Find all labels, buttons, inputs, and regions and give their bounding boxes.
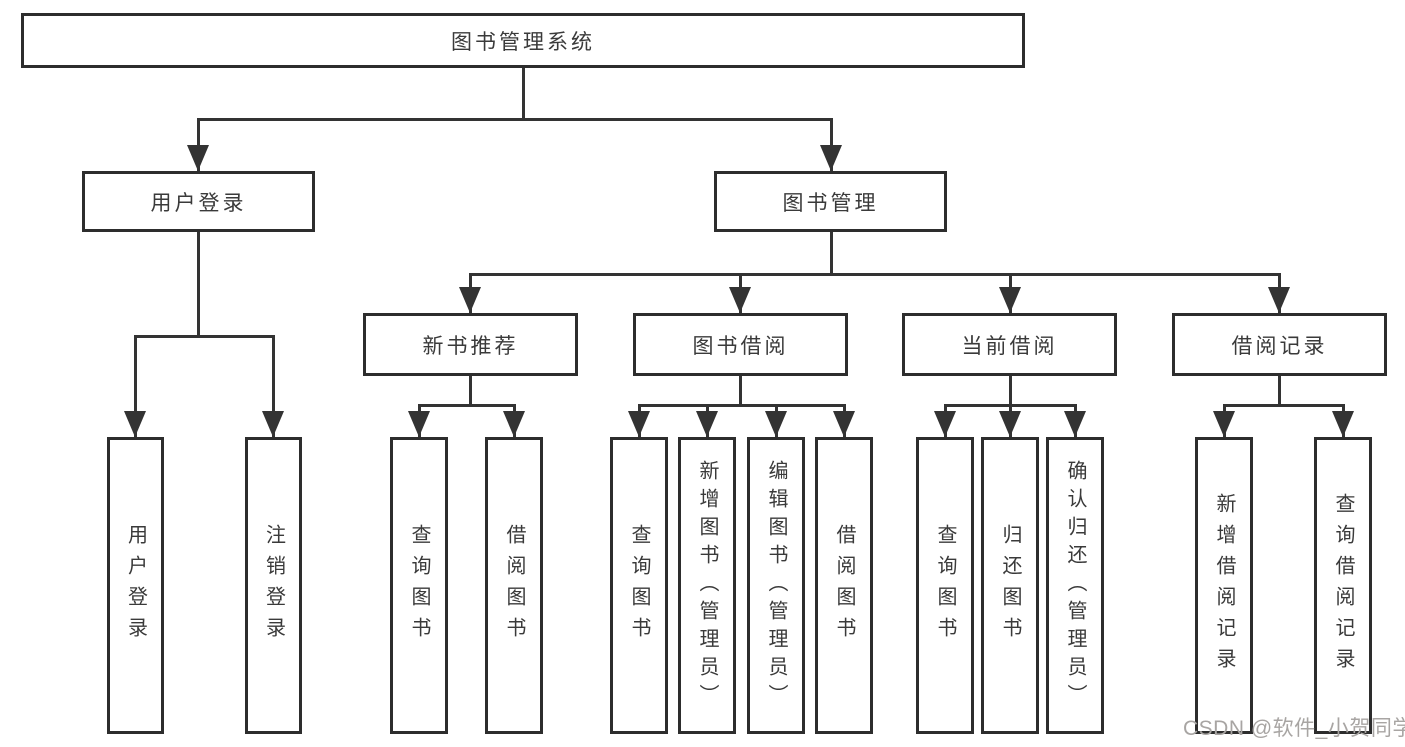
connector-group2-bus [638,404,846,407]
arrowhead-down-icon [820,145,842,171]
connector-group2-stem [739,376,742,404]
arrowhead-down-icon [1064,411,1086,437]
leaf-br-add-borrow-record: 新增借阅记录 [1195,437,1253,734]
leaf-bb-edit-book-admin: 编辑图书（管理员） [747,437,805,734]
connector-login-stem [197,232,200,335]
leaf-bb-borrow-books: 借阅图书 [815,437,873,734]
node-label: 图书管理 [782,191,879,215]
node-user-login: 用户登录 [82,171,315,232]
leaf-label: 查询图书 [408,523,430,648]
leaf-label: 新增借阅记录 [1213,492,1235,679]
leaf-nbr-query-books: 查询图书 [390,437,448,734]
node-new-book-recommendation: 新书推荐 [363,313,578,376]
connector-group4-bus [1223,404,1345,407]
node-book-management: 图书管理 [714,171,947,232]
node-label: 图书管理系统 [451,30,595,54]
connector-drop-leaf-logout [272,335,275,437]
arrowhead-down-icon [628,411,650,437]
leaf-label: 编辑图书（管理员） [765,459,787,712]
arrowhead-down-icon [262,411,284,437]
leaf-cb-confirm-return-admin: 确认归还（管理员） [1046,437,1104,734]
connector-level2-bus [197,118,833,121]
node-label: 用户登录 [150,191,247,215]
connector-group3-stem [1009,376,1012,404]
arrowhead-down-icon [187,145,209,171]
connector-root-stem [522,68,525,118]
leaf-cb-query-books: 查询图书 [916,437,974,734]
node-label: 当前借阅 [961,334,1058,358]
leaf-label: 新增图书（管理员） [696,459,718,712]
watermark: CSDN @软件_小贺同学 [1183,717,1405,740]
leaf-label: 归还图书 [999,523,1021,648]
arrowhead-down-icon [729,287,751,313]
leaf-label: 借阅图书 [503,523,525,648]
leaf-nbr-borrow-books: 借阅图书 [485,437,543,734]
arrowhead-down-icon [1332,411,1354,437]
arrowhead-down-icon [124,411,146,437]
leaf-user-login: 用户登录 [107,437,164,734]
leaf-label: 查询图书 [934,523,956,648]
connector-management-stem [830,232,833,273]
node-book-borrowing: 图书借阅 [633,313,848,376]
leaf-logout: 注销登录 [245,437,302,734]
connector-drop-user-login [197,118,200,171]
leaf-label: 用户登录 [124,523,147,648]
connector-group4-stem [1278,376,1281,404]
connector-level3-bus [469,273,1281,276]
leaf-bb-add-book-admin: 新增图书（管理员） [678,437,736,734]
arrowhead-down-icon [503,411,525,437]
connector-group1-stem [469,376,472,404]
connector-drop-leaf-user-login [134,335,137,437]
arrowhead-down-icon [765,411,787,437]
node-current-borrowing: 当前借阅 [902,313,1117,376]
arrowhead-down-icon [833,411,855,437]
arrowhead-down-icon [408,411,430,437]
leaf-label: 借阅图书 [833,523,855,648]
connector-login-bus [134,335,275,338]
arrowhead-down-icon [1268,287,1290,313]
connector-drop-book-management [830,118,833,171]
node-borrowing-records: 借阅记录 [1172,313,1387,376]
arrowhead-down-icon [934,411,956,437]
leaf-bb-query-books: 查询图书 [610,437,668,734]
leaf-label: 注销登录 [262,523,285,648]
node-label: 图书借阅 [692,334,789,358]
node-root: 图书管理系统 [21,13,1025,68]
leaf-cb-return-books: 归还图书 [981,437,1039,734]
node-label: 借阅记录 [1231,334,1328,358]
connector-group1-bus [418,404,516,407]
leaf-label: 查询借阅记录 [1332,492,1354,679]
arrowhead-down-icon [696,411,718,437]
arrowhead-down-icon [999,287,1021,313]
node-label: 新书推荐 [422,334,519,358]
leaf-br-query-borrow-record: 查询借阅记录 [1314,437,1372,734]
arrowhead-down-icon [459,287,481,313]
leaf-label: 查询图书 [628,523,650,648]
arrowhead-down-icon [999,411,1021,437]
leaf-label: 确认归还（管理员） [1064,459,1086,712]
arrowhead-down-icon [1213,411,1235,437]
